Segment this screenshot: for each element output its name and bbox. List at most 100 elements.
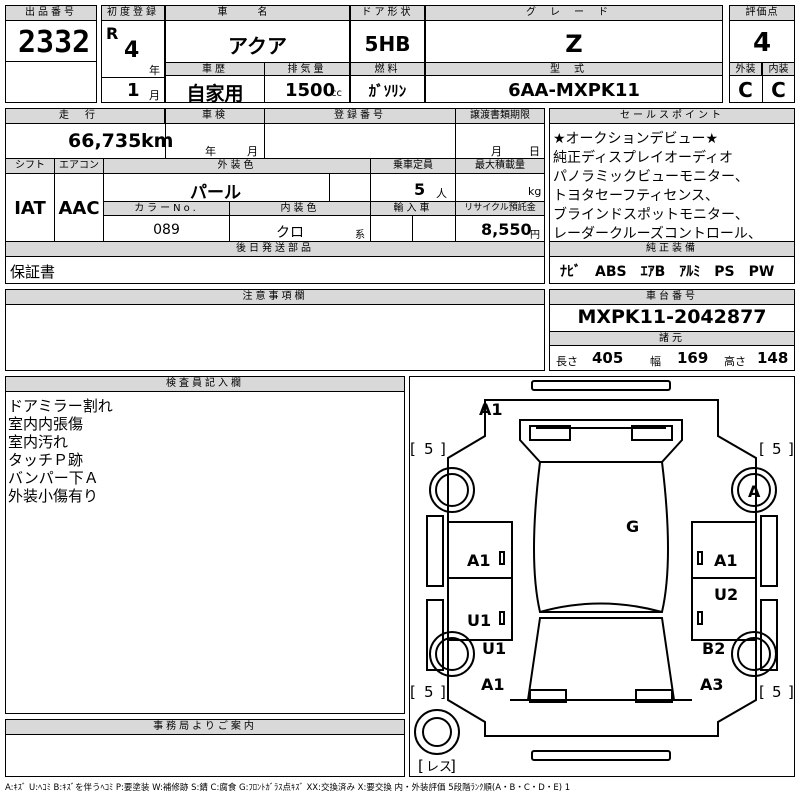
door: 5HB	[364, 32, 411, 56]
sales-line: ★オークションデビュー★	[553, 131, 719, 147]
sales-line: 純正ディスプレイオーディオ	[553, 150, 734, 166]
later-parts-label: 後日発送部品	[5, 241, 545, 257]
displacement: 1500	[285, 80, 336, 101]
reg-month: 1	[127, 80, 140, 101]
kg-unit: kg	[528, 185, 542, 198]
shift: IAT	[14, 198, 46, 219]
car-name-label: 車名	[165, 5, 350, 21]
ext-label: 外装	[729, 62, 762, 76]
car-diagram-box	[409, 376, 795, 777]
sales-label: セールスポイント	[549, 108, 795, 124]
inspector-line: ドアミラー割れ	[8, 397, 113, 415]
shift-label: シフト	[5, 158, 55, 174]
capacity: 5	[414, 180, 426, 199]
office-label: 事務局よりご案内	[5, 719, 405, 735]
inspector-line: 外装小傷有り	[8, 487, 99, 505]
equipment-label: 純正装備	[549, 241, 795, 257]
tire-fl: 5	[424, 440, 434, 458]
door-label: ドア形状	[350, 5, 425, 21]
lot-number: 2332	[18, 25, 91, 60]
color-label: 外装色	[103, 158, 371, 174]
notes-label: 注意事項欄	[5, 289, 545, 305]
color-no-label: カラーNo.	[103, 201, 230, 216]
height: 148	[757, 349, 789, 367]
mark-left-rear-door: U1	[467, 611, 491, 630]
car-diagram: A1 G A1 U1 U1 A1 A1 U2 B2 A3 A [5] [5] […	[410, 380, 794, 775]
recycle: 8,550	[481, 220, 532, 239]
plate-label: 登録番号	[264, 108, 456, 124]
svg-text:]: ]	[788, 683, 794, 701]
length: 405	[592, 349, 624, 367]
fuel: ｶﾞｿﾘﾝ	[368, 82, 407, 100]
spec-label: 諸元	[549, 331, 795, 346]
inspector-label: 検査員記入欄	[5, 376, 405, 392]
svg-text:[: [	[759, 440, 765, 458]
tire-rr: 5	[772, 683, 782, 701]
inspection-label: 車検	[165, 108, 265, 124]
mark-roof: G	[626, 517, 639, 536]
lot-label: 出品番号	[5, 5, 97, 21]
mileage: 66,735	[68, 130, 142, 152]
sales-line: レーダークルーズコントロール、	[553, 226, 762, 242]
mark-front: A1	[479, 400, 503, 419]
spare-tire: レス	[426, 760, 452, 775]
width: 169	[677, 349, 709, 367]
svg-text:[: [	[759, 683, 765, 701]
person-unit: 人	[436, 187, 447, 200]
tire-rl: 5	[424, 683, 434, 701]
later-parts: 保証書	[10, 263, 56, 281]
svg-text:]: ]	[440, 440, 446, 458]
transfer-month: 月	[491, 145, 502, 158]
color: パール	[190, 183, 241, 203]
mark-rear-left: A1	[481, 675, 505, 694]
int-score: C	[771, 78, 786, 102]
insp-month: 月	[247, 145, 258, 158]
load-label: 最大積載量	[455, 158, 545, 174]
grade: Z	[565, 30, 583, 58]
model: 6AA-MXPK11	[508, 80, 640, 101]
svg-text:[: [	[418, 757, 424, 775]
int-label: 内装	[762, 62, 795, 76]
transfer-day: 日	[529, 145, 540, 158]
mark-right-front-tire: A	[748, 482, 761, 501]
car-name: アクア	[228, 34, 287, 58]
mileage-label: 走行	[5, 108, 165, 124]
inspector-line: 室内汚れ	[8, 433, 69, 451]
inspector-line: 室内内張傷	[8, 415, 84, 433]
history-label: 車歴	[165, 62, 265, 76]
chassis-label: 車台番号	[549, 289, 795, 305]
sales-line: パノラミックビューモニター、	[553, 169, 749, 185]
svg-text:[: [	[410, 683, 416, 701]
mark-left-front-door: A1	[467, 551, 491, 570]
height-label: 高さ	[724, 355, 746, 368]
mark-right-front-door: A1	[714, 551, 738, 570]
reg-year: 4	[124, 38, 140, 63]
mark-left-rear-quarter: U1	[482, 639, 506, 658]
ext-score: C	[738, 78, 753, 102]
sales-line: トヨタセーフティセンス、	[553, 188, 720, 204]
recycle-label: リサイクル預託金	[455, 201, 545, 216]
svg-text:]: ]	[440, 683, 446, 701]
model-label: 型式	[425, 62, 723, 76]
ac: AAC	[58, 198, 100, 219]
svg-text:]: ]	[450, 757, 456, 775]
int-color-suffix: 系	[355, 230, 365, 241]
era: R	[106, 24, 119, 43]
cc-unit: cc	[331, 88, 342, 99]
first-reg-label: 初度登録	[101, 5, 165, 21]
inspector-line: バンパー下Ａ	[8, 469, 99, 487]
equipment: ﾅﾋﾞ ABS ｴｱB ｱﾙﾐ PS PW	[560, 264, 775, 280]
year-unit: 年	[149, 64, 160, 77]
inspector-line: タッチＰ跡	[8, 451, 84, 469]
yen-unit: 円	[530, 230, 540, 241]
tire-fr: 5	[772, 440, 782, 458]
width-label: 幅	[650, 355, 661, 368]
score-label: 評価点	[729, 5, 795, 21]
int-color-label: 内装色	[229, 201, 371, 216]
ac-label: エアコン	[54, 158, 104, 174]
int-color: クロ	[276, 225, 304, 241]
capacity-label: 乗車定員	[370, 158, 456, 174]
transfer-label: 譲渡書類期限	[455, 108, 545, 124]
sales-line: ブラインドスポットモニター、	[553, 207, 749, 223]
score: 4	[752, 28, 772, 58]
